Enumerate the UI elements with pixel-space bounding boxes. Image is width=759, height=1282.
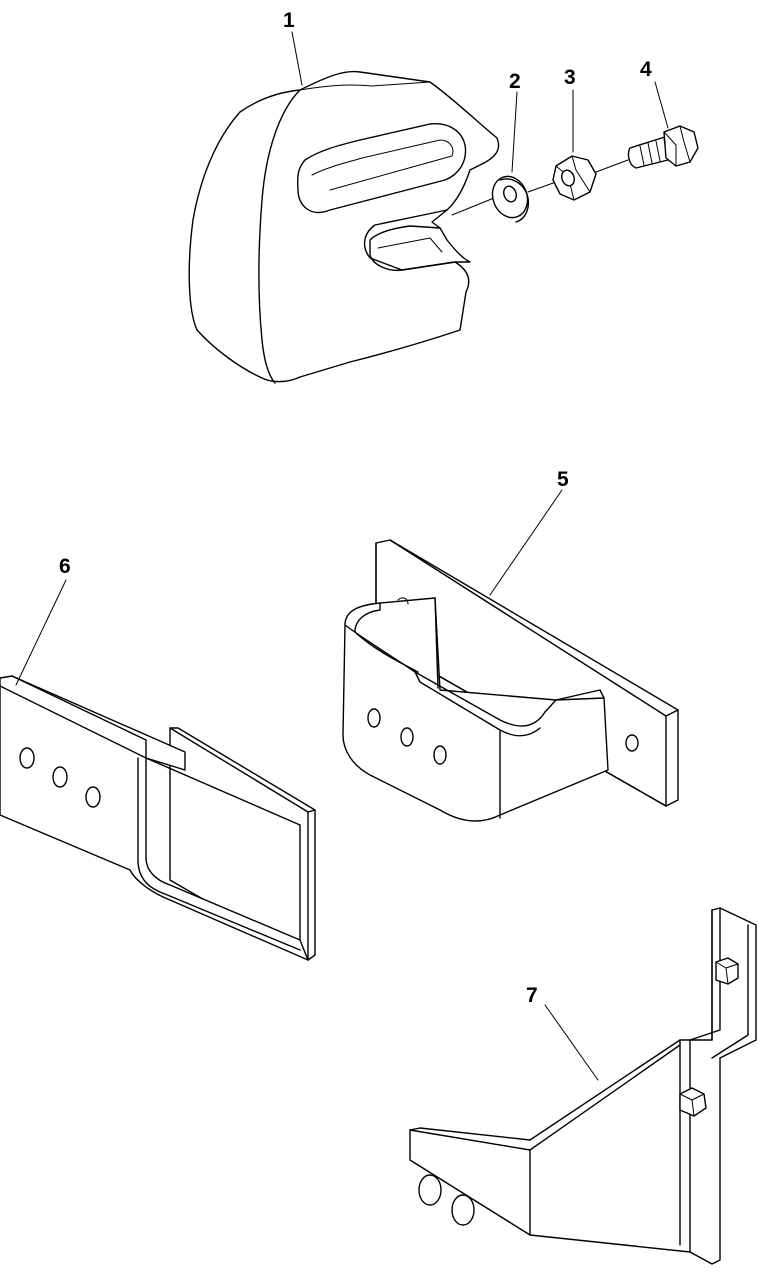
callout-labels: 1 2 3 4 5 6 7 [59,9,652,1007]
callout-3: 3 [564,66,576,89]
part-2-washer [491,175,530,223]
part-6-plate [0,675,316,961]
callout-5: 5 [557,468,569,491]
part-7-support [409,907,757,1265]
callout-2: 2 [509,70,521,93]
leader-lines [15,31,669,1081]
part-4-bolt [627,125,699,169]
callout-1: 1 [283,9,295,32]
part-5-bracket [342,539,679,822]
callout-7: 7 [526,984,538,1007]
callout-4: 4 [640,58,652,81]
callout-6: 6 [59,555,71,578]
part-1-weight [188,70,500,384]
part-3-nut [552,155,597,201]
